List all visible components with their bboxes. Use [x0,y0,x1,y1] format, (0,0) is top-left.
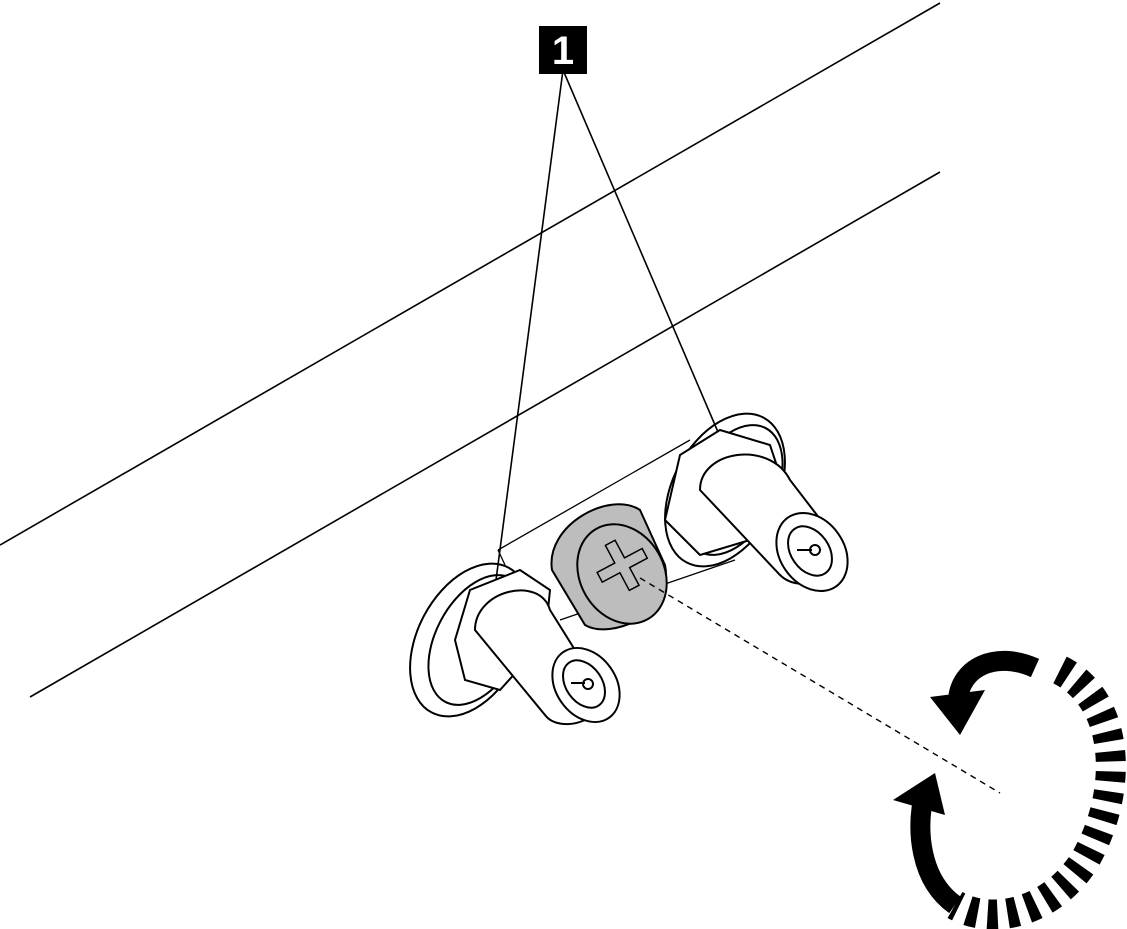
standoff-icon [409,562,621,725]
standoff-icon [663,412,849,592]
bracket-edge-top [0,2,941,546]
phillips-cross [596,539,649,592]
screw-icon [550,503,668,631]
callout-label: 1 [552,29,574,73]
callout-leaders [495,69,719,581]
screw-axis-line [639,577,1001,794]
bracket-edge-bottom [29,171,941,698]
callout-1: 1 [539,26,587,74]
counterclockwise-rotate-arrow-icon [893,650,1126,929]
